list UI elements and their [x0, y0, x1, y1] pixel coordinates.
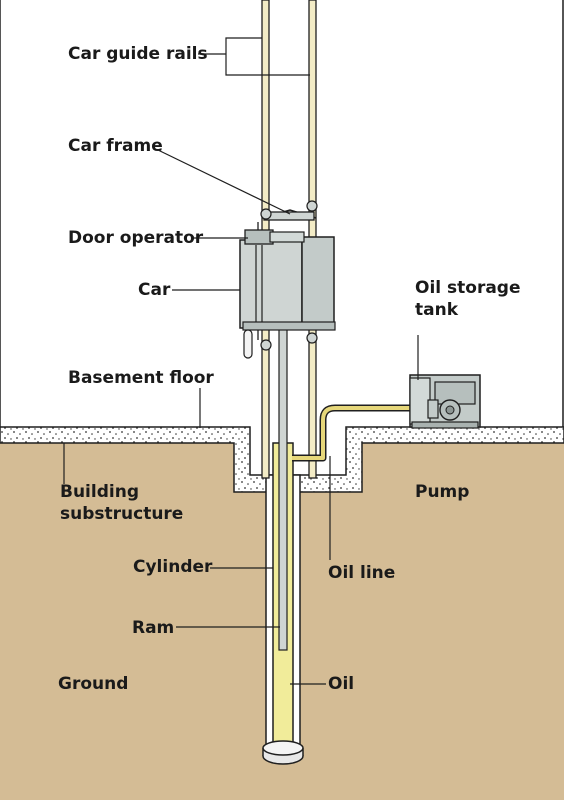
building-substructure-label: Building substructure [60, 481, 183, 525]
basement-floor-label: Basement floor [68, 368, 214, 388]
oil-label: Oil [328, 674, 355, 694]
car-frame-label: Car frame [68, 136, 163, 156]
ground-label: Ground [58, 674, 129, 694]
oil-storage-tank-label-line2: tank [415, 300, 459, 320]
pump-and-tank [409, 374, 481, 429]
leader-lines [63, 37, 419, 685]
elevator-car [239, 229, 336, 359]
door-operator-label: Door operator [68, 228, 204, 248]
building-substructure-label-line1: Building [60, 482, 139, 502]
car-guide-rails-label: Car guide rails [68, 44, 208, 64]
ram-label: Ram [132, 618, 175, 638]
cylinder-label: Cylinder [133, 557, 213, 577]
oil-line-label: Oil line [328, 563, 396, 583]
oil-storage-tank-label: Oil storage tank [415, 277, 521, 321]
car-label: Car [138, 280, 171, 300]
ram [278, 299, 288, 651]
building-substructure-label-line2: substructure [60, 504, 184, 524]
oil-storage-tank-label-line1: Oil storage [415, 278, 521, 298]
pump-label: Pump [415, 482, 470, 502]
